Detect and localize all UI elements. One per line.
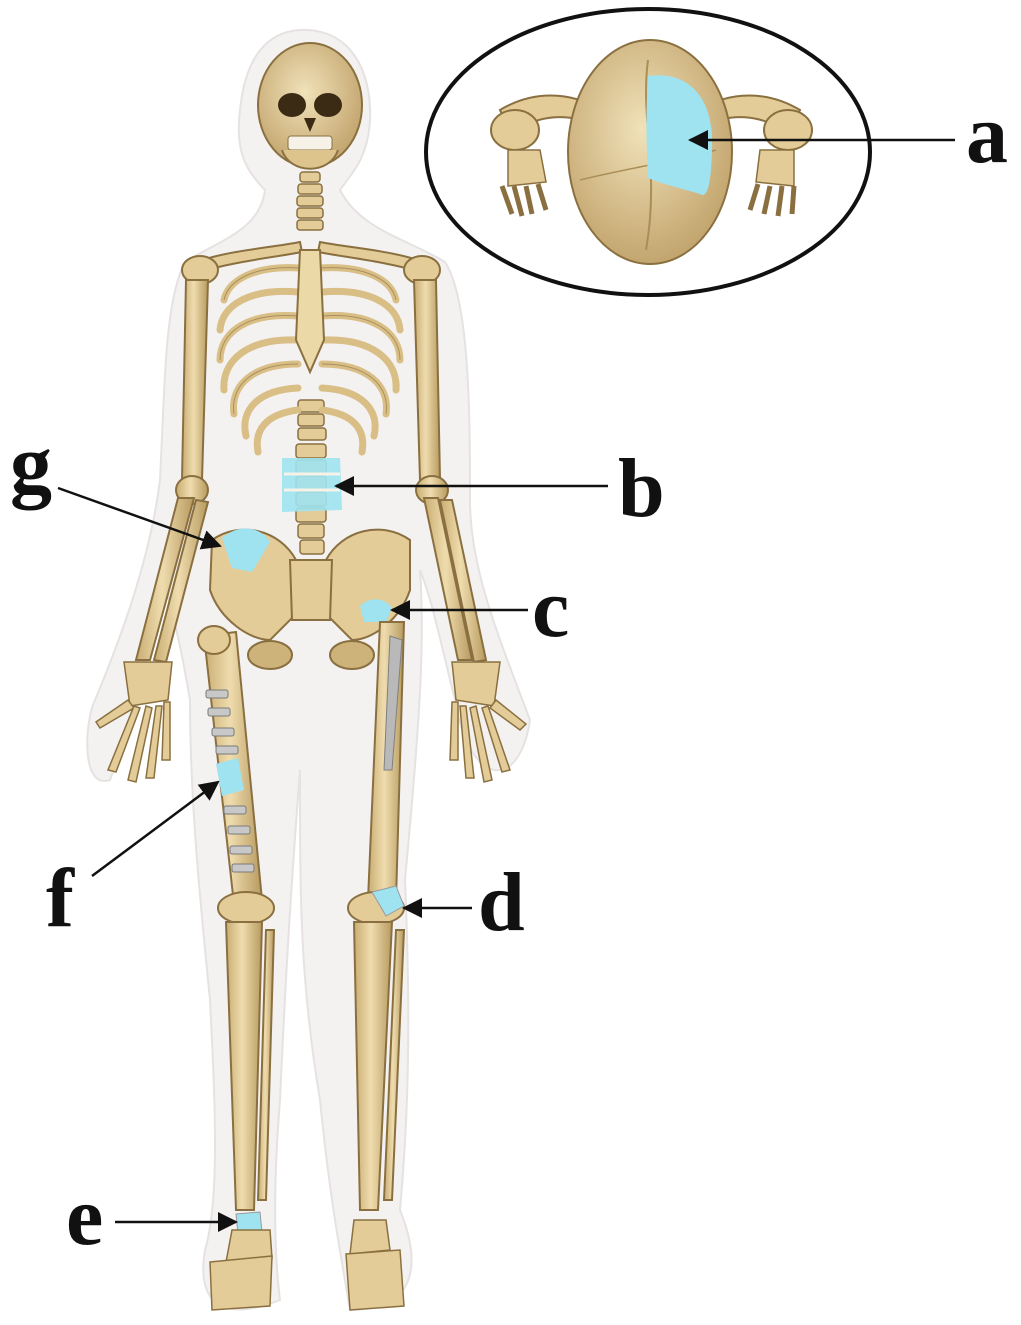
label-e: e (66, 1170, 103, 1263)
label-b: b (618, 442, 665, 535)
label-f: f (46, 852, 75, 945)
skull-top-view-inset (426, 9, 870, 295)
skull (258, 43, 362, 169)
label-c: c (532, 562, 569, 655)
region-b-lumbar (282, 458, 342, 512)
label-g: g (10, 418, 52, 511)
label-d: d (478, 856, 525, 949)
label-a: a (966, 88, 1008, 181)
